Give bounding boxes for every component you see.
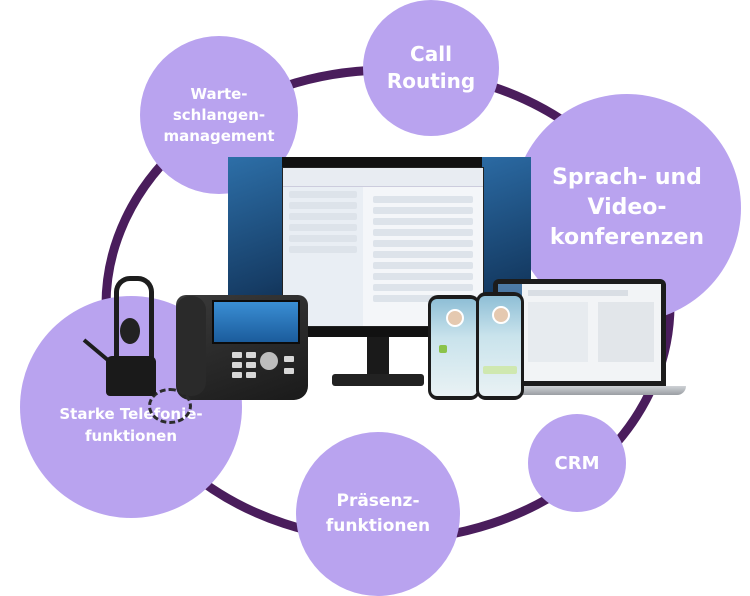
feature-label-line: CRM bbox=[554, 452, 600, 474]
keypad-key bbox=[232, 352, 242, 358]
monitor-stand-base bbox=[332, 374, 424, 386]
app-sidebar bbox=[283, 187, 363, 326]
bubble-praesenzfunktionen: Präsenz- funktionen bbox=[296, 432, 460, 596]
desk-phone-display bbox=[212, 300, 300, 344]
feature-label-line: management bbox=[163, 126, 275, 145]
keypad-key bbox=[284, 368, 294, 374]
navigation-pad bbox=[260, 352, 278, 370]
bubble-crm: CRM bbox=[528, 414, 626, 512]
keypad-key bbox=[246, 352, 256, 358]
feature-label-line: Warte- bbox=[190, 84, 248, 103]
keypad-key bbox=[232, 362, 242, 368]
keypad-key bbox=[246, 372, 256, 378]
handset-cord bbox=[148, 388, 192, 424]
feature-label-line: funktionen bbox=[325, 516, 431, 536]
feature-label-line: Call bbox=[410, 42, 452, 66]
keypad-key bbox=[232, 372, 242, 378]
smartphone-screen bbox=[479, 296, 521, 396]
app-toolbar bbox=[283, 168, 483, 187]
headset-icon bbox=[114, 276, 154, 361]
feature-label-line: schlangen- bbox=[172, 105, 266, 124]
bubble-call-routing: Call Routing bbox=[363, 0, 499, 136]
headset-base-station bbox=[106, 356, 156, 396]
headset-earcup bbox=[120, 318, 140, 344]
feature-label-line: Video- bbox=[587, 195, 667, 220]
feature-label-line: Sprach- und bbox=[552, 165, 702, 190]
feature-label-line: Routing bbox=[386, 69, 476, 93]
smartphone-screen bbox=[431, 299, 477, 396]
contact-list bbox=[367, 192, 479, 306]
desk-phone-handset bbox=[176, 296, 206, 396]
keypad-key bbox=[284, 356, 294, 362]
feature-label-line: funktionen bbox=[84, 427, 177, 445]
keypad-key bbox=[246, 362, 256, 368]
feature-label-line: Präsenz- bbox=[336, 491, 420, 511]
monitor-stand bbox=[367, 337, 389, 377]
laptop-base bbox=[476, 386, 686, 395]
feature-label-line: konferenzen bbox=[549, 225, 705, 250]
